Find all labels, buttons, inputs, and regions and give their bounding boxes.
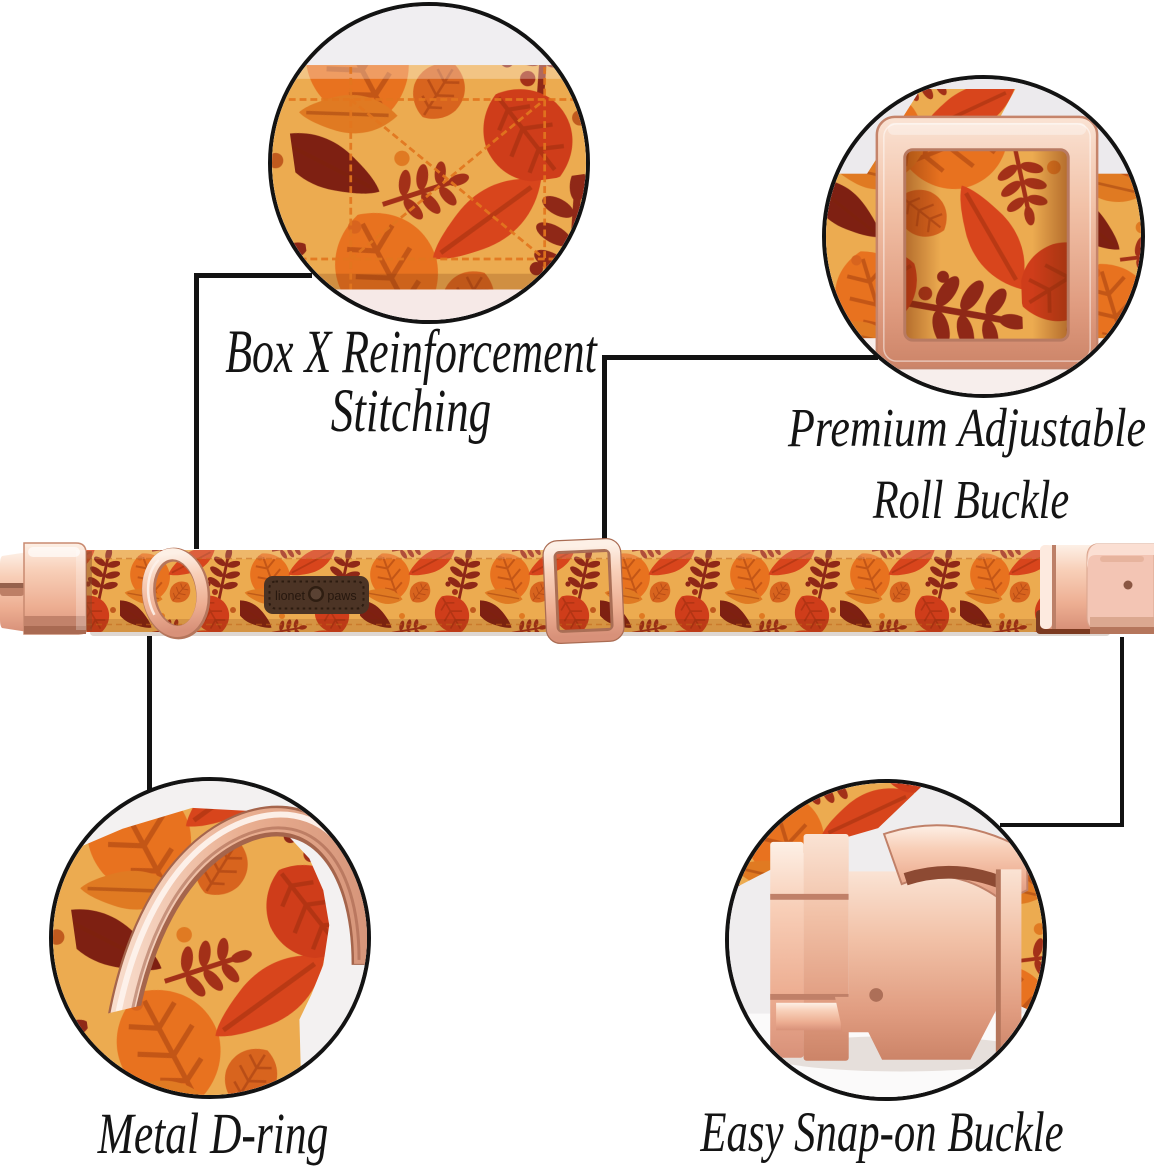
svg-text:paws: paws bbox=[327, 589, 356, 603]
svg-text:lionet: lionet bbox=[275, 589, 305, 603]
